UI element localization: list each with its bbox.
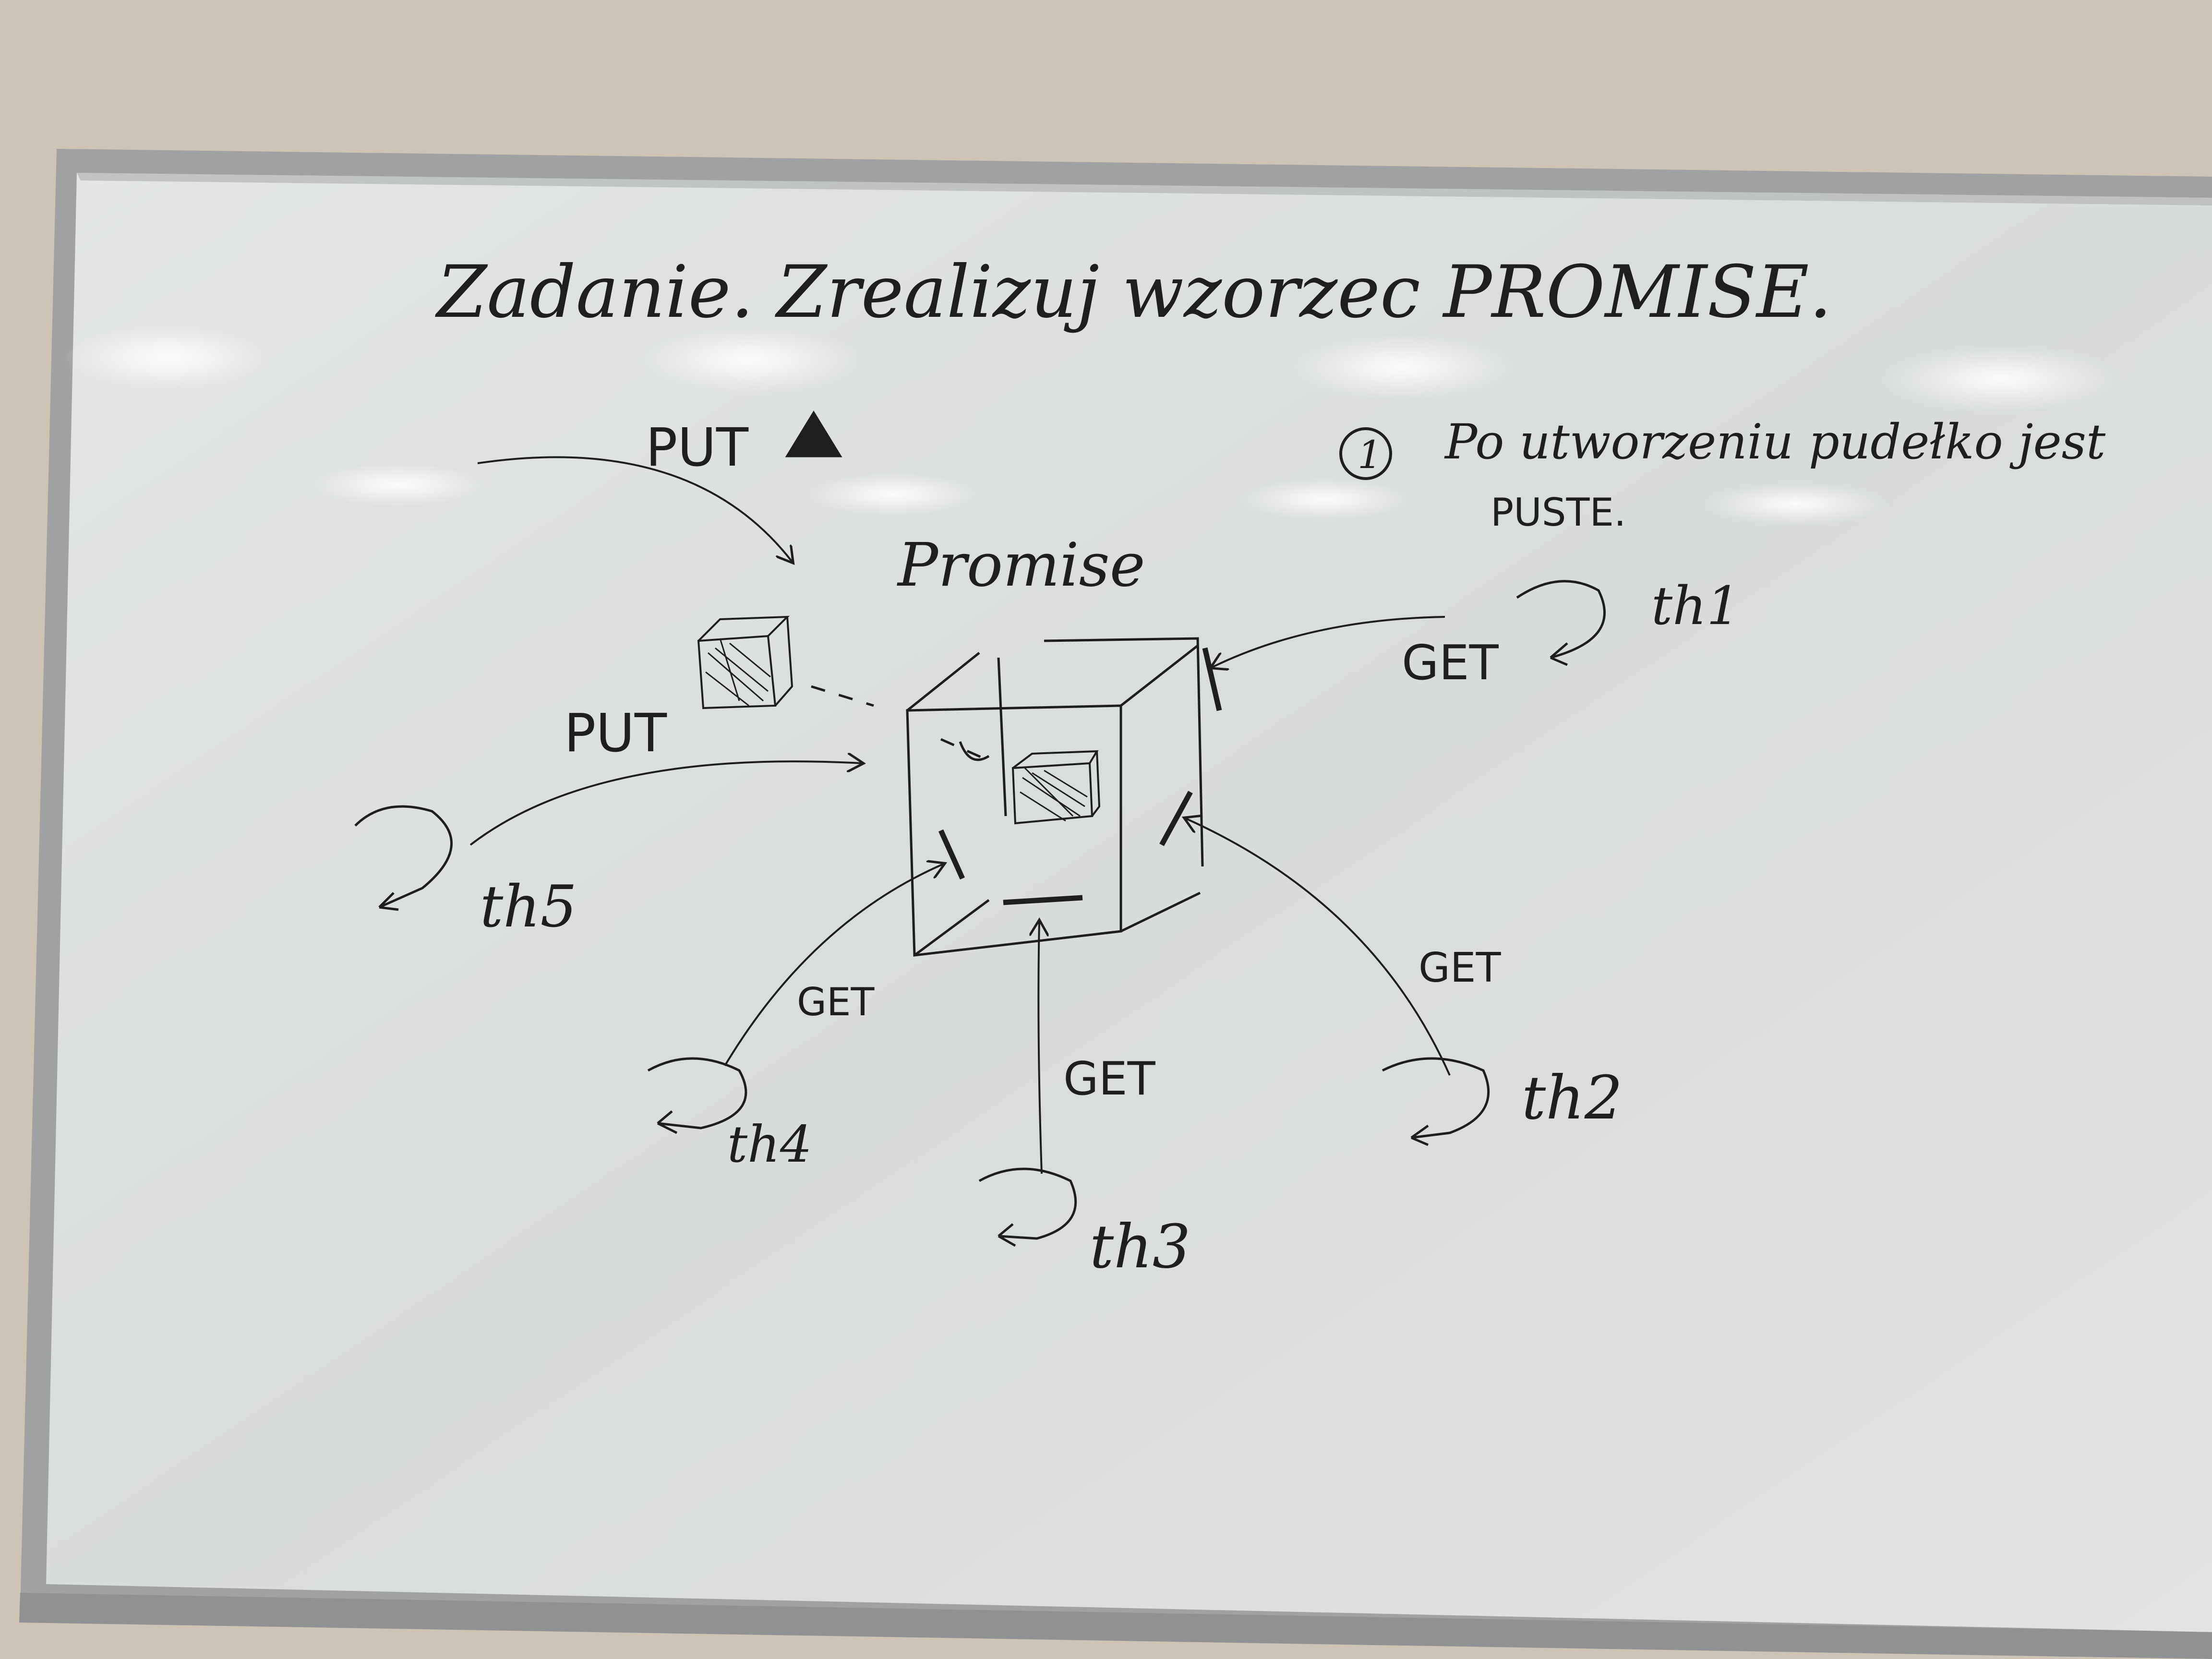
note-number: 1 [1358,433,1382,477]
note-line-2: PUSTE. [1491,490,1626,535]
thread-label-th4: th4 [727,1115,812,1174]
put-movement-arrow-icon [959,741,990,761]
thread-label-th1: th1 [1651,575,1740,637]
get-label-th1: GET [1402,635,1499,691]
thread-loop-th2-icon [1382,1057,1490,1146]
put-movement-path [811,685,985,760]
block-bar-th1 [1202,647,1222,711]
thread-loop-th3-icon [978,1167,1077,1247]
get-arrow-th2 [1186,818,1451,1076]
get-label-th2: GET [1419,944,1502,992]
get-label-th3: GET [1063,1053,1156,1106]
block-bar-th2 [1159,791,1193,846]
board-title: Zadanie. Zrealizuj wzorzec PROMISE. [435,251,1832,334]
put-arrow-left [469,761,862,846]
promise-label: Promise [897,530,1145,600]
block-bar-th4 [938,829,965,880]
put-label-left: PUT [564,702,667,764]
block-bar-th3 [1003,895,1083,905]
thread-label-th2: th2 [1522,1063,1623,1133]
put-label-top: PUT [646,417,749,478]
get-arrow-th1 [1212,616,1445,667]
put-arrow-top [477,456,792,562]
note-number-circle [1339,427,1392,480]
thread-label-th5: th5 [480,874,577,940]
whiteboard-surface [46,173,2212,1632]
frame-inner-shadow [77,173,2212,205]
value-box-inside [1011,750,1101,825]
board-ledge [19,1593,2212,1659]
warning-triangle-icon [785,410,842,457]
promise-box [906,637,1204,957]
get-arrow-th3 [1038,922,1042,1174]
thread-loop-icons [354,580,1606,1247]
light-reflections [62,324,2122,526]
note-line-1: Po utworzeniu pudełko jest [1444,414,2106,470]
get-label-th4: GET [797,980,875,1024]
value-box-outside [697,615,793,709]
get-arrow-th4 [724,864,943,1067]
thread-label-th3: th3 [1090,1212,1190,1282]
thread-loop-th1-icon [1516,580,1606,666]
thread-loop-th4-icon [647,1057,747,1134]
thread-loop-th5-icon [354,805,453,911]
